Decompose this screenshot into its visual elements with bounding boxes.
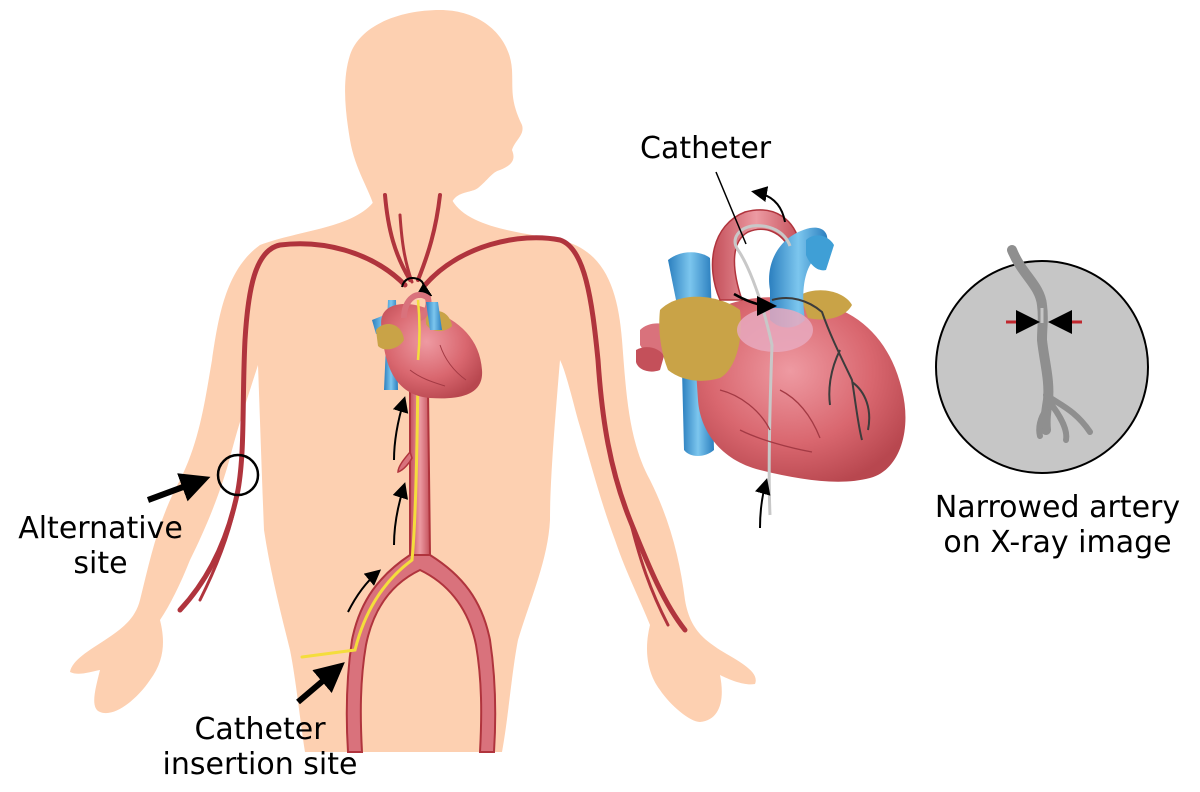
head bbox=[345, 10, 523, 210]
insertion-site-arrow bbox=[296, 662, 345, 705]
label-alternative-site: Alternative site bbox=[8, 511, 193, 582]
xray-image bbox=[935, 245, 1149, 474]
label-line: Catheter bbox=[640, 131, 772, 166]
label-line: Narrowed artery bbox=[934, 490, 1181, 525]
alternative-site-arrow bbox=[146, 473, 211, 503]
label-line: insertion site bbox=[162, 747, 358, 783]
catheter-pointer-line bbox=[715, 171, 747, 245]
label-catheter: Catheter bbox=[640, 131, 800, 166]
label-line: on X-ray image bbox=[943, 525, 1172, 561]
label-line: site bbox=[73, 546, 128, 582]
alternative-site-circle bbox=[216, 453, 260, 497]
body-heart bbox=[372, 291, 483, 399]
flow-arrows bbox=[347, 277, 433, 613]
label-narrowed-artery: Narrowed artery on X-ray image bbox=[920, 490, 1195, 561]
large-heart bbox=[636, 186, 906, 529]
label-line: Alternative bbox=[18, 511, 183, 546]
body-arteries bbox=[177, 193, 688, 633]
catheter-body-path bbox=[300, 328, 420, 659]
label-catheter-insertion-site: Catheter insertion site bbox=[150, 712, 370, 783]
label-line: Catheter bbox=[194, 712, 326, 747]
